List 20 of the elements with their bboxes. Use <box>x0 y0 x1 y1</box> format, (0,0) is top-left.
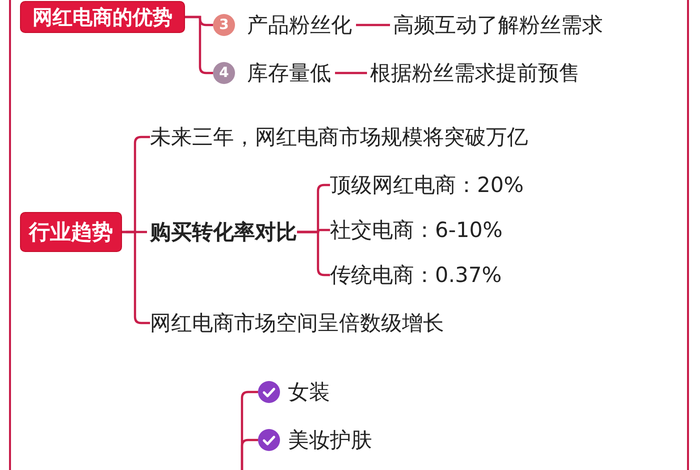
topic-text: 传统电商：0.37% <box>330 261 502 289</box>
category-box: 网红电商的优势 <box>20 1 185 33</box>
topic-text: 女装 <box>288 379 330 406</box>
topic-text: 社交电商：6-10% <box>330 216 503 244</box>
topic-text: 库存量低 <box>247 60 331 87</box>
topic-text: 高频互动了解粉丝需求 <box>393 11 603 39</box>
topic-text: 购买转化率对比 <box>150 218 297 246</box>
topic-text: 网红电商市场空间呈倍数级增长 <box>150 309 444 337</box>
topic-text: 根据粉丝需求提前预售 <box>370 59 580 87</box>
connector-line <box>185 16 213 74</box>
topic-text: 未来三年，网红电商市场规模将突破万亿 <box>150 123 528 151</box>
topic-text: 美妆护肤 <box>288 427 372 454</box>
category-box: 行业趋势 <box>20 212 122 252</box>
topic-text: 产品粉丝化 <box>247 12 352 39</box>
number-badge: 3 <box>213 14 235 36</box>
connector-line <box>240 438 258 470</box>
number-badge: 4 <box>213 62 235 84</box>
connector-line <box>335 72 367 74</box>
topic-text: 顶级网红电商：20% <box>330 171 524 199</box>
connector-line <box>356 24 390 26</box>
